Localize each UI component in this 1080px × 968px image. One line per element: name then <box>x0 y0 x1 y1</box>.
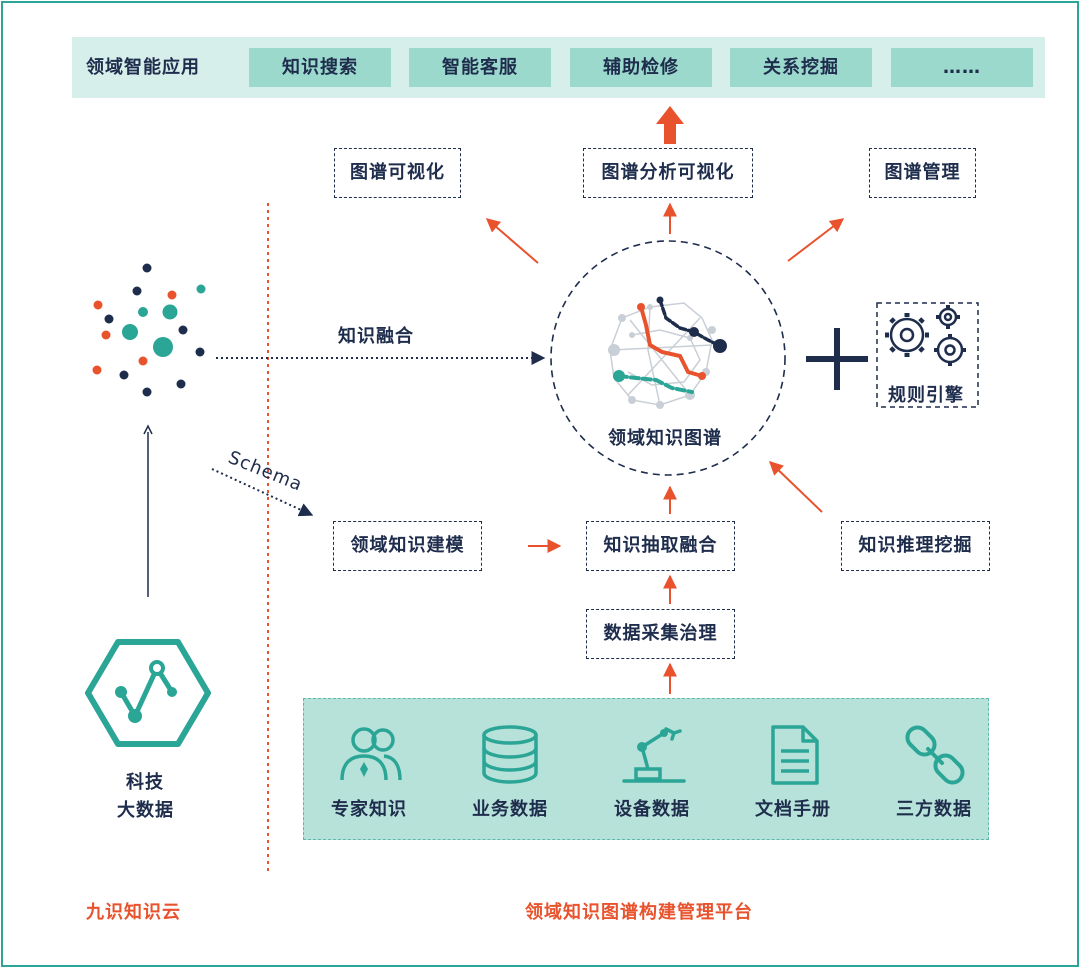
app-item-relation-mining: 关系挖掘 <box>730 48 872 87</box>
source-business-label: 业务数据 <box>472 799 548 820</box>
source-expert-label: 专家知识 <box>331 799 407 820</box>
platform-label: 领域知识图谱构建管理平台 <box>525 902 753 923</box>
source-third-party-label: 三方数据 <box>896 799 972 820</box>
app-item-more: …… <box>891 48 1033 87</box>
box-data-governance: 数据采集治理 <box>586 609 735 659</box>
source-device-label: 设备数据 <box>614 799 690 820</box>
box-extraction-fusion: 知识抽取融合 <box>586 521 735 571</box>
app-item-smart-service: 智能客服 <box>409 48 551 87</box>
rule-engine-label: 规则引擎 <box>888 385 964 406</box>
database-icon <box>482 725 538 784</box>
source-document-manual: 文档手册 <box>728 699 858 839</box>
plus-vertical <box>834 328 840 390</box>
bigdata-to-cluster-arrowhead <box>143 424 153 435</box>
arrow-reasoning-to-graph <box>768 461 823 513</box>
application-bar-title: 领域智能应用 <box>86 57 200 78</box>
knowledge-cloud-label: 九识知识云 <box>86 902 181 923</box>
big-data-line2: 大数据 <box>117 800 174 821</box>
box-graph-analysis-visualization: 图谱分析可视化 <box>583 148 753 198</box>
link-icon <box>905 725 965 785</box>
document-icon <box>771 725 819 785</box>
source-expert-knowledge: 专家知识 <box>304 699 434 839</box>
box-graph-visualization: 图谱可视化 <box>334 148 461 198</box>
big-data-line1: 科技 <box>126 772 164 793</box>
center-graph-label: 领域知识图谱 <box>608 428 722 449</box>
arrow-to-graph-management <box>787 218 845 262</box>
data-sources-panel: 专家知识 业务数据 设备数据 <box>303 698 989 840</box>
knowledge-fusion-label: 知识融合 <box>338 326 414 347</box>
center-circle <box>550 240 786 476</box>
scatter-cluster-icon <box>92 263 206 397</box>
robot-arm-icon <box>622 727 686 783</box>
box-graph-management: 图谱管理 <box>869 148 976 198</box>
source-document-label: 文档手册 <box>755 799 831 820</box>
knowledge-graph-icon <box>608 296 727 409</box>
schema-line <box>211 468 314 517</box>
source-third-party-data: 三方数据 <box>869 699 999 839</box>
box-reasoning-mining: 知识推理挖掘 <box>841 521 990 571</box>
source-business-data: 业务数据 <box>445 699 575 839</box>
gears-icon <box>885 305 966 366</box>
box-domain-modeling: 领域知识建模 <box>333 521 482 571</box>
hexagon-chart-icon <box>85 639 211 747</box>
app-item-assisted-repair: 辅助检修 <box>570 48 712 87</box>
application-bar: 领域智能应用 知识搜索 智能客服 辅助检修 关系挖掘 …… <box>72 37 1045 98</box>
app-item-knowledge-search: 知识搜索 <box>249 48 391 87</box>
users-icon <box>340 727 402 781</box>
arrow-to-graph-visualization <box>485 218 539 264</box>
up-arrow-to-apps <box>656 106 684 144</box>
source-device-data: 设备数据 <box>587 699 717 839</box>
